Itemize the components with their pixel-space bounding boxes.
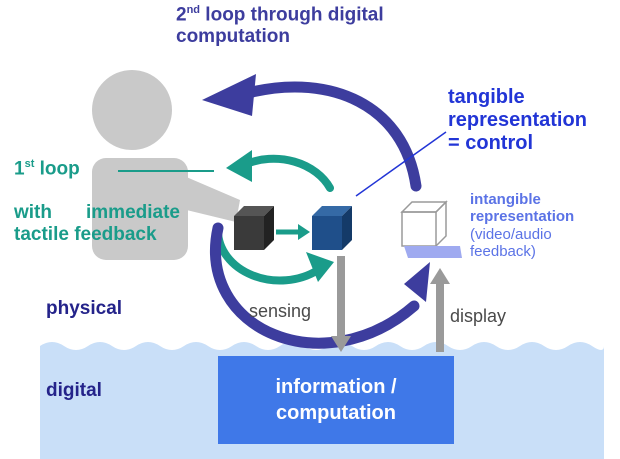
blue-cube [312, 206, 352, 250]
display-arrowhead [430, 268, 450, 284]
tangible-pointer-line [355, 131, 447, 197]
info-box-line2: computation [276, 402, 396, 424]
first-loop-label: 1st loop [14, 158, 80, 180]
sensing-label: sensing [249, 301, 312, 321]
information-computation-box: information / computation [218, 356, 454, 444]
projection-shadow [404, 246, 462, 258]
dark-cube [234, 206, 274, 250]
second-loop-arrowhead-right [404, 262, 430, 302]
second-loop-arrowhead [202, 74, 256, 116]
intangible-representation-label: intangible representation (video/audio f… [470, 191, 575, 260]
digital-layer-label: digital [46, 380, 102, 401]
wireframe-cube [400, 200, 448, 247]
sensing-arrowhead [331, 336, 351, 352]
display-label: display [450, 306, 507, 326]
first-loop-arrowhead-top [226, 150, 252, 182]
tangible-representation-label: tangible representation = control [448, 86, 587, 154]
cube-arrowhead [298, 224, 310, 240]
second-loop-label: 2nd loop through digital computation [176, 4, 384, 48]
physical-layer-label: physical [46, 298, 123, 319]
info-box-line1: information / [275, 376, 397, 398]
first-loop-arrowhead-bottom [306, 252, 334, 282]
person-silhouette [92, 70, 240, 260]
